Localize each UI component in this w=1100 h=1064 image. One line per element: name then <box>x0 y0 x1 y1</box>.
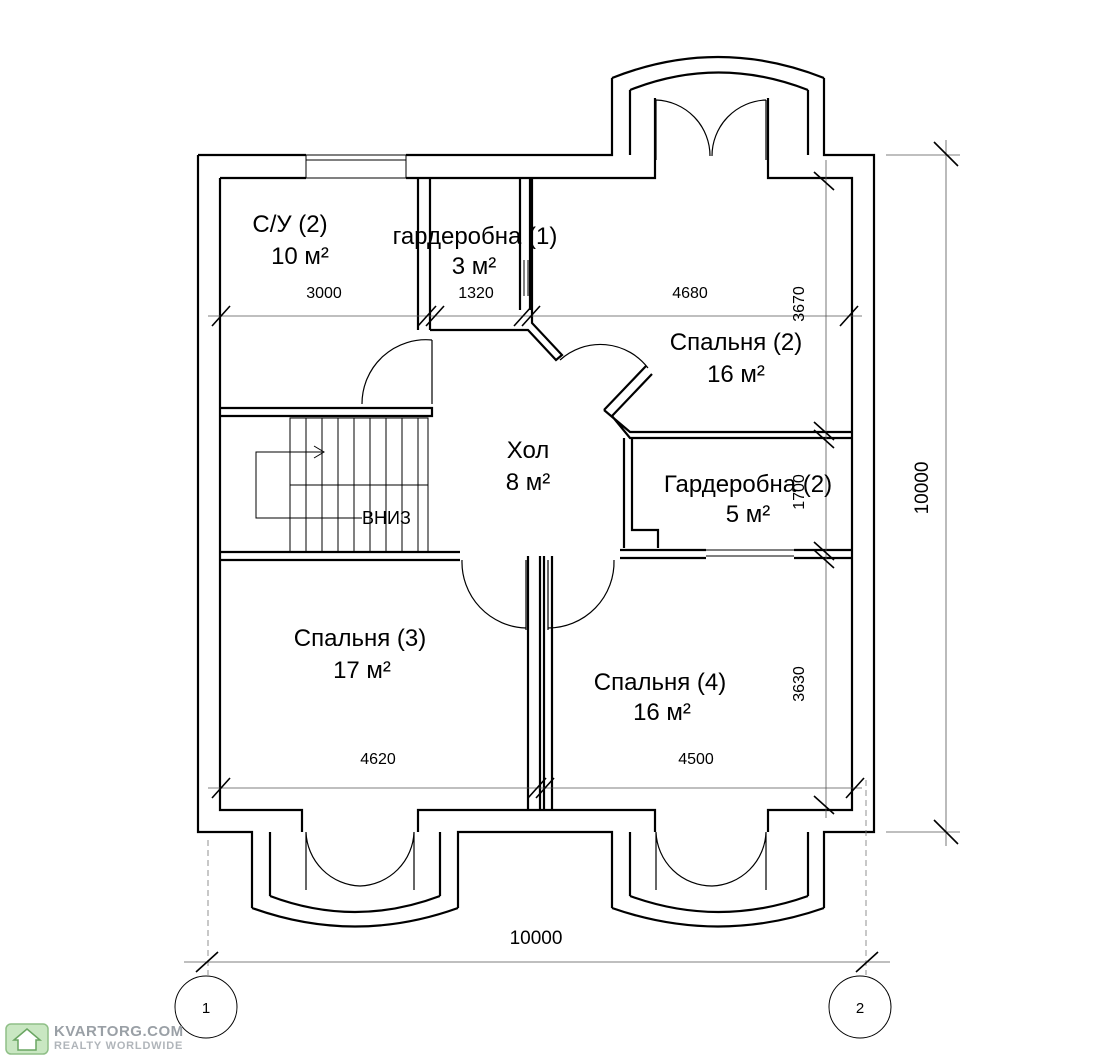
dim-bedroom4-width: 4500 <box>678 751 714 768</box>
stairs-down-label: ВНИЗ <box>362 508 411 528</box>
axis-left-label: 1 <box>202 1000 210 1017</box>
bedroom4-area: 16 м² <box>633 699 691 726</box>
watermark-sub: REALTY WORLDWIDE <box>54 1040 184 1052</box>
hall-name: Хол <box>507 437 550 464</box>
staircase <box>255 417 429 553</box>
bedroom3-name: Спальня (3) <box>294 625 426 652</box>
dimension-labels: 3000 1320 4680 3670 1700 4620 4500 3630 … <box>306 285 933 949</box>
dim-bedroom3-width: 4620 <box>360 751 396 768</box>
bedroom2-area: 16 м² <box>707 361 765 388</box>
watermark: KVARTORG.COM REALTY WORLDWIDE <box>4 1020 184 1056</box>
bedroom2-name: Спальня (2) <box>670 329 802 356</box>
su2-name: С/У (2) <box>252 211 327 238</box>
axis-markers: 1 2 <box>174 975 892 1039</box>
room-labels: С/У (2) 10 м² гардеробна (1) 3 м² Спальн… <box>252 211 832 726</box>
dim-overall-width: 10000 <box>510 928 563 949</box>
wardrobe1-name: гардеробна (1) <box>393 223 558 250</box>
dim-wardrobe2-depth: 1700 <box>791 474 808 510</box>
dim-bedroom4-depth: 3630 <box>791 666 808 702</box>
dimension-ticks <box>195 141 959 973</box>
bedroom4-name: Спальня (4) <box>594 669 726 696</box>
dim-wardrobe1-width: 1320 <box>458 285 494 302</box>
house-icon <box>5 1023 49 1055</box>
dim-su2-width: 3000 <box>306 285 342 302</box>
wardrobe2-area: 5 м² <box>726 501 771 528</box>
dim-bedroom2-depth: 3670 <box>791 286 808 322</box>
axis-right-label: 2 <box>856 1000 864 1017</box>
balcony-top <box>611 55 825 155</box>
dim-overall-height: 10000 <box>912 462 933 515</box>
balcony-bottom-right <box>611 832 825 928</box>
wardrobe2-name: Гардеробна (2) <box>664 471 832 498</box>
doors <box>305 99 767 890</box>
dimension-lines <box>184 140 960 975</box>
interior-walls <box>220 178 852 810</box>
bedroom3-area: 17 м² <box>333 657 391 684</box>
exterior-walls <box>196 78 876 908</box>
su2-area: 10 м² <box>271 243 329 270</box>
hall-area: 8 м² <box>506 469 551 496</box>
watermark-main: KVARTORG.COM <box>54 1023 184 1040</box>
balcony-bottom-left <box>251 832 459 928</box>
wardrobe1-area: 3 м² <box>452 253 497 280</box>
dim-bedroom2-width: 4680 <box>672 285 708 302</box>
